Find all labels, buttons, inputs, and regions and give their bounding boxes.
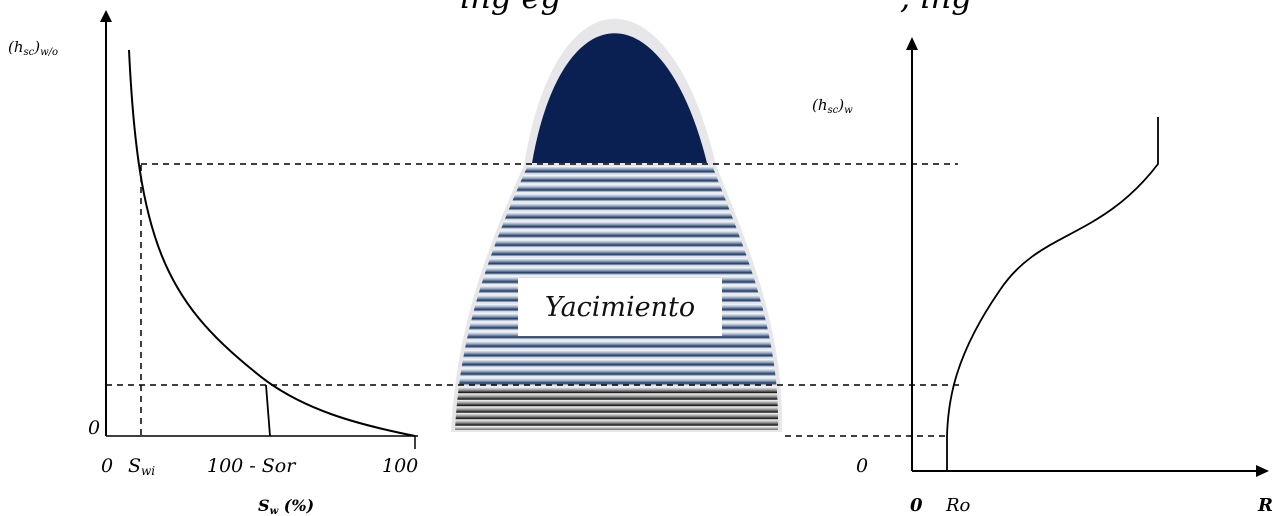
reservoir-stripe <box>455 239 779 248</box>
sor-line <box>265 384 271 437</box>
reservoir-stripe <box>455 377 779 386</box>
reservoir-stripe <box>455 386 779 395</box>
ro-label: Ro <box>945 495 971 516</box>
reservoir-stripe <box>455 212 779 220</box>
reservoir-label-box <box>518 278 722 336</box>
reservoir-label: Yacimiento <box>545 292 695 323</box>
reservoir-stripe <box>455 267 779 276</box>
right-y-label: (hsc)w <box>812 96 853 116</box>
r-label: R <box>1257 495 1273 516</box>
header-text-right: , ing <box>900 0 972 16</box>
reservoir-stripe <box>455 175 779 184</box>
header-text: ing eg <box>460 0 561 16</box>
reservoir-stripe <box>455 406 779 415</box>
reservoir-stripe <box>455 340 779 349</box>
left-x-axis-label: Sw (%) <box>258 496 314 516</box>
hundred-label: 100 <box>382 455 418 477</box>
sor-label: 100 - Sor <box>207 455 297 477</box>
reservoir-stripe <box>455 350 779 358</box>
left-x-origin: 0 <box>101 455 113 477</box>
swi-label: Swi <box>128 455 155 478</box>
left-y-label: (hsc)w/o <box>8 38 58 58</box>
reservoir-stripe <box>455 393 779 402</box>
capillary-curve <box>128 49 416 437</box>
right-graph: (hsc)w 0 0 Ro R <box>812 37 1273 516</box>
reservoir-stripe <box>455 184 779 193</box>
reservoir-stripe <box>455 412 779 421</box>
reservoir-stripe <box>455 166 779 174</box>
reservoir-stripe <box>455 368 779 377</box>
resistivity-curve <box>946 117 1159 471</box>
reservoir-stripe <box>455 425 779 430</box>
reservoir-stripe <box>455 399 779 408</box>
reservoir-stripe <box>455 221 779 230</box>
right-origin: 0 <box>910 495 923 516</box>
reservoir-stripe <box>455 248 779 257</box>
right-left-zero: 0 <box>856 455 868 477</box>
left-graph: (hsc)w/o 0 0 Swi 100 - Sor 100 Sw (%) <box>8 10 418 516</box>
reservoir-stripe <box>455 419 779 428</box>
reservoir-stripe <box>455 359 779 368</box>
left-y-arrow <box>100 10 112 22</box>
reservoir-stripe <box>455 230 779 239</box>
reservoir-stripe <box>455 258 779 266</box>
reservoir: Yacimiento <box>451 18 783 432</box>
reservoir-cap <box>532 33 707 163</box>
reservoir-stripe <box>455 202 779 211</box>
right-x-arrow <box>1256 465 1269 477</box>
reservoir-stripe <box>455 193 779 202</box>
left-y-origin: 0 <box>88 417 100 439</box>
right-y-arrow <box>906 37 918 50</box>
